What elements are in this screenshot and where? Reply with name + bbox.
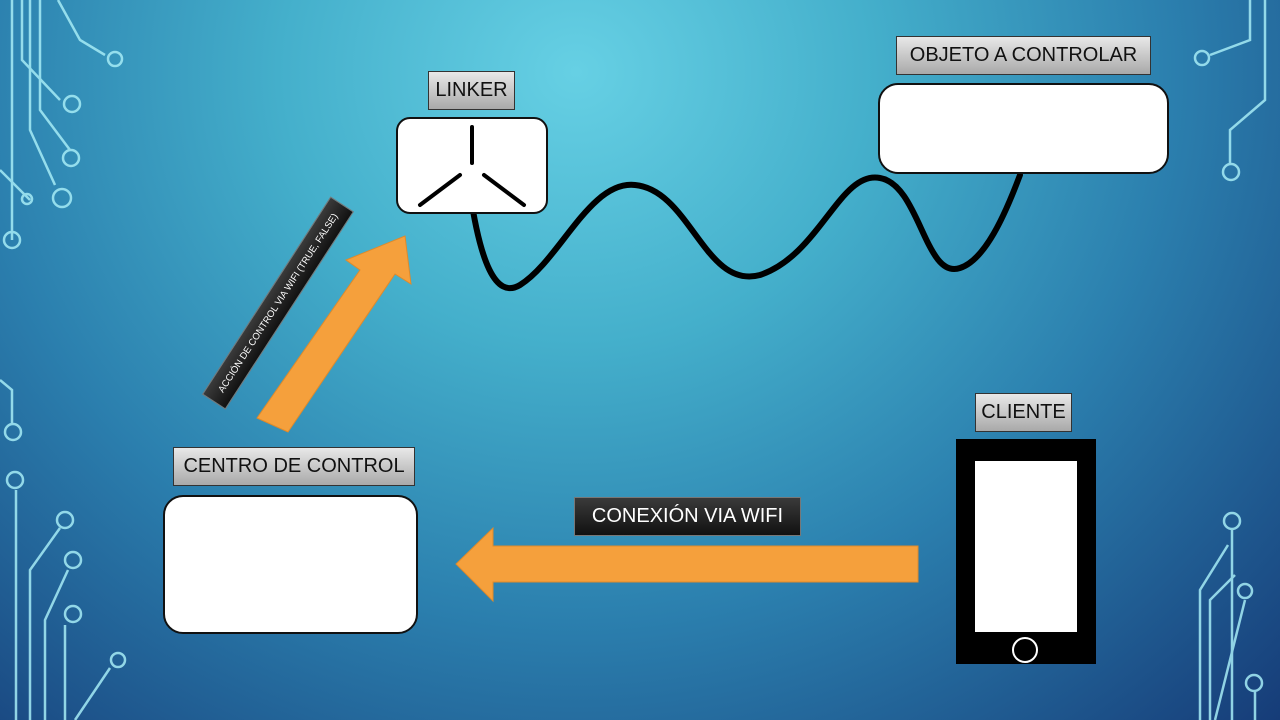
object-box <box>878 83 1169 174</box>
cable-line <box>467 172 1023 292</box>
wifi-connection-label: CONEXIÓN VIA WIFI <box>574 497 801 536</box>
phone-home-button <box>1012 637 1038 663</box>
object-label: OBJETO A CONTROLAR <box>896 36 1151 75</box>
client-label: CLIENTE <box>975 393 1072 432</box>
linker-label: LINKER <box>428 71 515 110</box>
control-center-label: CENTRO DE CONTROL <box>173 447 415 486</box>
control-center-box <box>163 495 418 634</box>
phone-screen <box>975 461 1077 632</box>
control-action-arrow <box>256 235 412 433</box>
wifi-connection-arrow <box>455 526 919 603</box>
linker-box <box>396 117 548 214</box>
smartphone-icon <box>956 439 1096 664</box>
three-prong-splitter-icon <box>418 125 526 207</box>
